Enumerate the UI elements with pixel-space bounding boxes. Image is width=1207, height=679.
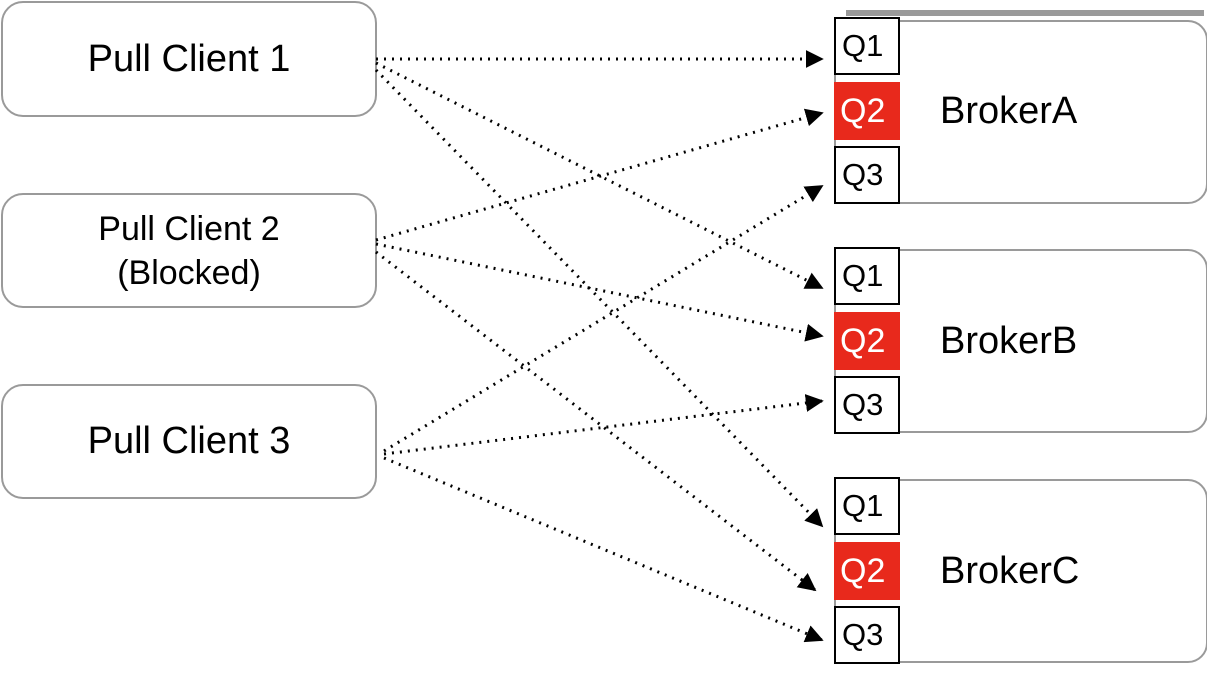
arrow-client3-brokerC-q3 <box>383 456 824 643</box>
broker-b-queue-3: Q3 <box>834 376 900 434</box>
broker-b-queue-1: Q1 <box>834 247 900 305</box>
broker-a-label: BrokerA <box>940 90 1078 132</box>
pull-client-2-box: Pull Client 2 (Blocked) <box>1 193 377 308</box>
arrow-client2-brokerA-q2 <box>375 108 824 242</box>
arrow-client1-brokerC-q1 <box>374 68 824 528</box>
arrow-client2-brokerC-q2 <box>375 250 817 592</box>
broker-c-label: BrokerC <box>940 550 1080 592</box>
pull-client-3-box: Pull Client 3 <box>1 384 377 499</box>
pull-client-2-status: (Blocked) <box>117 253 261 292</box>
pull-client-1-label: Pull Client 1 <box>87 37 291 80</box>
broker-b-label: BrokerB <box>940 320 1078 362</box>
pull-client-3-label: Pull Client 3 <box>87 420 291 462</box>
arrow-client2-brokerB-q2 <box>375 242 824 342</box>
broker-b-queue-2: Q2 <box>834 312 900 370</box>
broker-a-queue-1: Q1 <box>834 17 900 75</box>
broker-c-queue-3: Q3 <box>834 606 900 664</box>
broker-c-queue-1: Q1 <box>834 477 900 535</box>
broker-c-queue-2: Q2 <box>834 542 900 600</box>
broker-a-top-bar <box>846 10 1204 16</box>
arrow-client3-brokerB-q3 <box>383 394 824 456</box>
broker-a-queue-2: Q2 <box>834 82 900 140</box>
pull-client-2-label: Pull Client 2 <box>98 209 280 248</box>
pull-client-1-box: Pull Client 1 <box>1 1 377 117</box>
arrow-client3-brokerA-q3 <box>383 184 824 453</box>
broker-a-queue-3: Q3 <box>834 146 900 204</box>
